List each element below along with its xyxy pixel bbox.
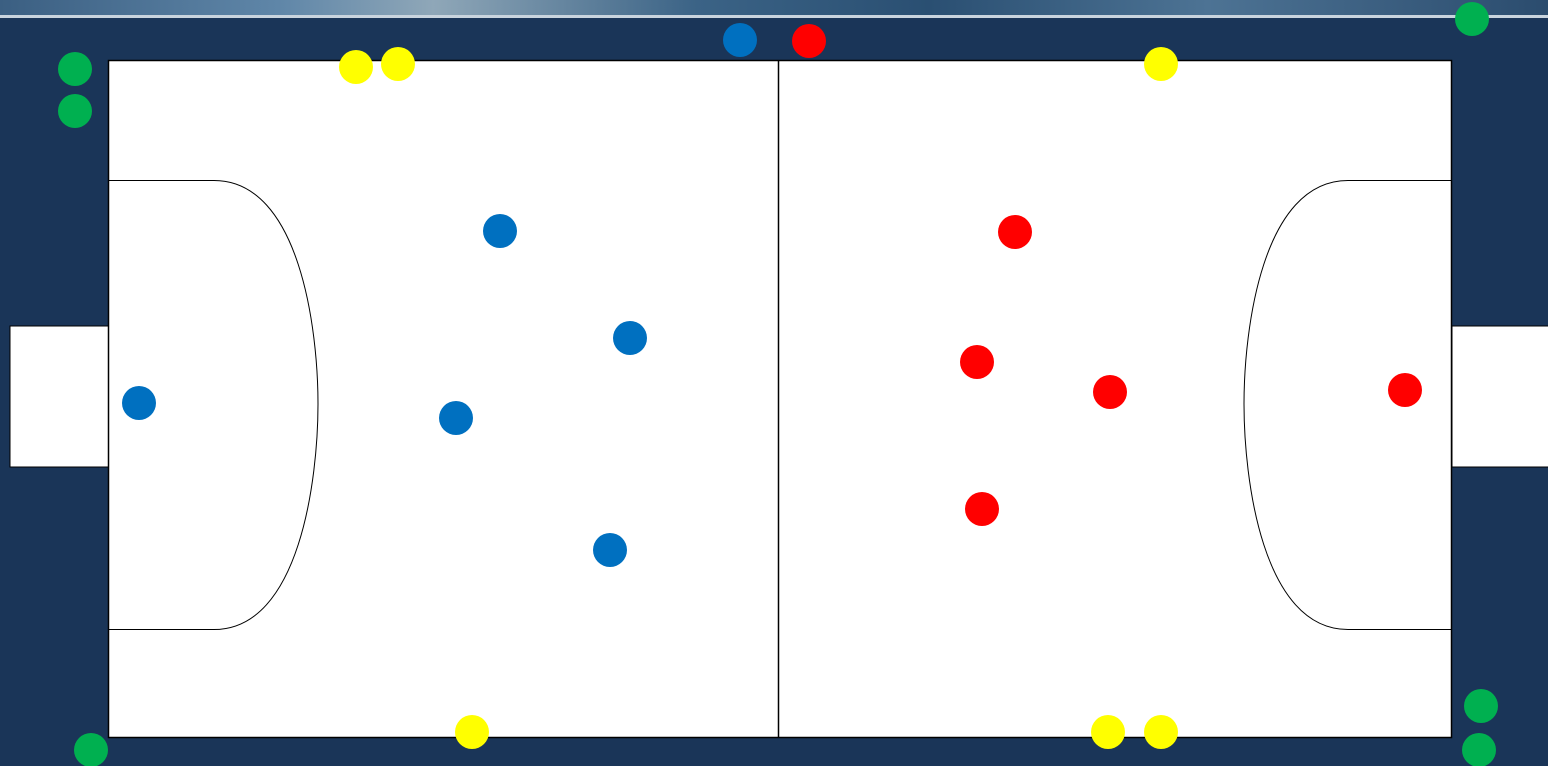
blue-player-marker[interactable]: [593, 533, 627, 567]
red-player-marker[interactable]: [792, 24, 826, 58]
red-player-marker[interactable]: [965, 492, 999, 526]
left-goal: [10, 326, 109, 467]
red-player-marker[interactable]: [998, 215, 1032, 249]
blue-player-marker[interactable]: [122, 386, 156, 420]
green-marker[interactable]: [1462, 733, 1496, 766]
yellow-marker[interactable]: [455, 715, 489, 749]
red-player-marker[interactable]: [960, 345, 994, 379]
right-goal: [1452, 326, 1548, 467]
blue-player-marker[interactable]: [723, 23, 757, 57]
green-marker[interactable]: [58, 52, 92, 86]
blue-player-marker[interactable]: [439, 401, 473, 435]
green-marker[interactable]: [1455, 2, 1489, 36]
yellow-marker[interactable]: [1144, 715, 1178, 749]
blue-player-marker[interactable]: [613, 321, 647, 355]
yellow-marker[interactable]: [1091, 715, 1125, 749]
green-marker[interactable]: [58, 94, 92, 128]
green-marker[interactable]: [1464, 689, 1498, 723]
yellow-marker[interactable]: [1144, 47, 1178, 81]
red-player-marker[interactable]: [1388, 373, 1422, 407]
blue-player-marker[interactable]: [483, 214, 517, 248]
red-player-marker[interactable]: [1093, 375, 1127, 409]
green-marker[interactable]: [74, 733, 108, 766]
pitch: [109, 61, 1452, 738]
yellow-marker[interactable]: [381, 47, 415, 81]
yellow-marker[interactable]: [339, 50, 373, 84]
